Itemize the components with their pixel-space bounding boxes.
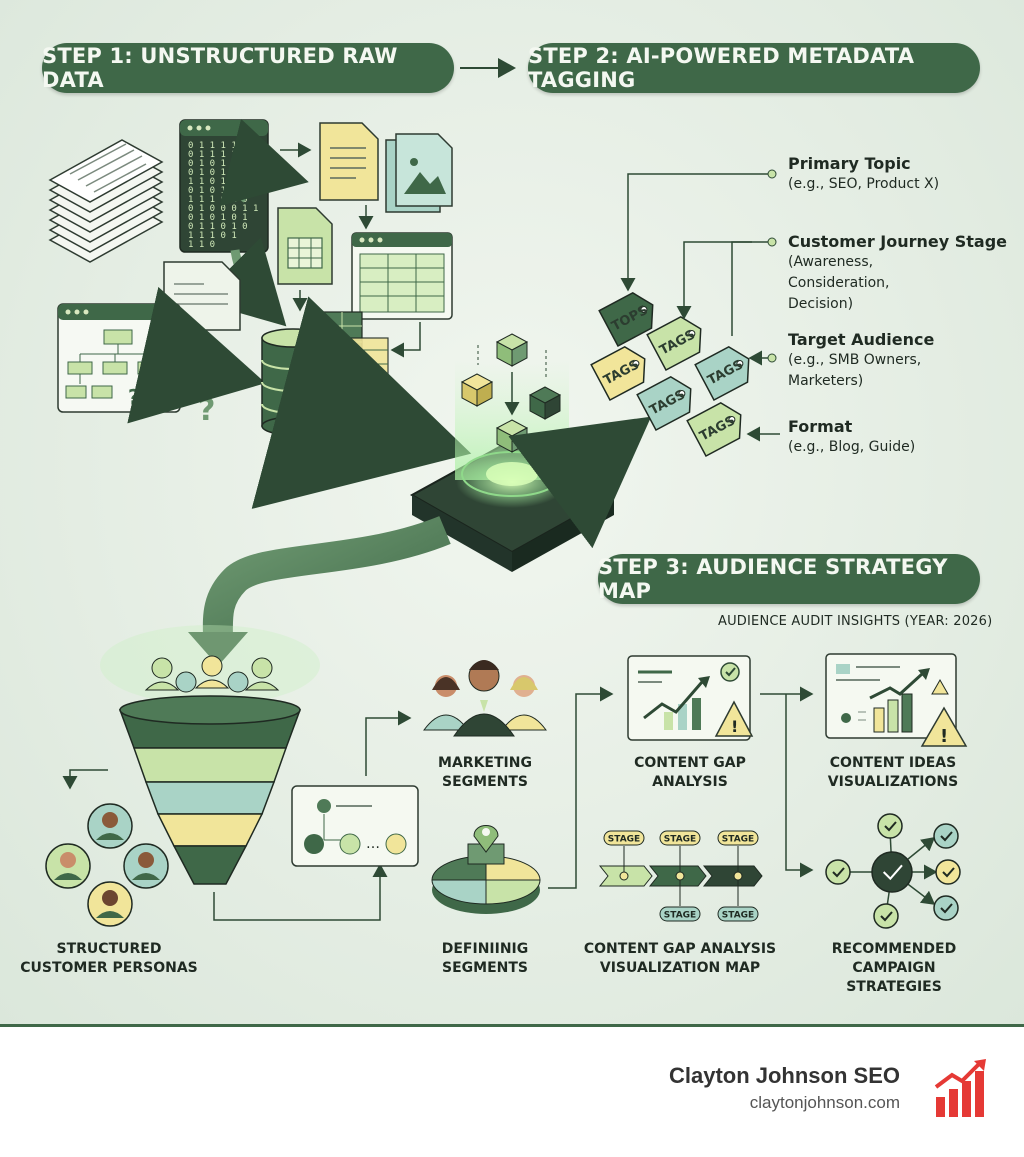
brand-logo-icon (934, 1059, 986, 1117)
svg-text:!: ! (940, 726, 948, 747)
tag-journey-desc: (Awareness, Consideration, Decision) (788, 254, 890, 312)
check-node (877, 813, 903, 839)
trend-chart-icon (627, 655, 751, 741)
funnel-icon (100, 625, 320, 885)
tag-card: TAGS (646, 315, 702, 372)
label-personas: STRUCTURED CUSTOMER PERSONAS (20, 941, 198, 976)
stage-badge: STAGE (659, 830, 701, 846)
binary-row: 0 1 0 1 0 1 (188, 213, 248, 223)
check-node (933, 895, 959, 921)
check-node (825, 859, 851, 885)
flow-arrow (127, 286, 266, 424)
trend-chart-icon (825, 653, 957, 739)
persona-icon (45, 803, 169, 927)
tag-card: TAGS (686, 401, 742, 458)
svg-text:?: ? (150, 326, 163, 351)
stage-label: STAGE (722, 835, 754, 845)
spreadsheet-icon (277, 207, 333, 285)
binary-row: 0 1 1 0 1 0 (188, 222, 248, 232)
tag-journey-title: Customer Journey Stage (788, 232, 1008, 251)
infographic-artwork: 0 1 1 1 1 1 10 1 1 1 1 1 10 1 0 1 0 1 00… (45, 58, 968, 929)
flow-arrow (188, 632, 248, 666)
footer: Clayton Johnson SEO claytonjohnson.com (0, 1024, 1024, 1157)
stage-badge: STAGE (717, 906, 759, 922)
document-icon (319, 122, 379, 201)
check-node (935, 859, 961, 885)
segment-diagram-icon: … (291, 785, 419, 867)
stage-badge: STAGE (717, 830, 759, 846)
brand-name: Clayton Johnson SEO (668, 1063, 900, 1088)
step1-pill: STEP 1: UNSTRUCTURED RAW DATA (42, 43, 454, 93)
check-node (873, 903, 899, 929)
brand-url[interactable]: claytonjohnson.com (749, 1093, 900, 1112)
tag-primary-topic-desc: (e.g., SEO, Product X) (788, 176, 940, 192)
tag-card: TAGS (590, 345, 646, 402)
question-icon: ? (198, 393, 215, 428)
warning-icon: ! (920, 706, 968, 747)
flow-arrow (219, 118, 309, 207)
tag-format-title: Format (788, 417, 853, 436)
stage-label: STAGE (664, 835, 696, 845)
checkmark-icon (825, 813, 961, 929)
stage-badge: STAGE (659, 906, 701, 922)
tag-card: TAGS (636, 375, 692, 432)
label-campaigns: RECOMMENDED CAMPAIGN STRATEGIES (831, 941, 957, 995)
stage-label: STAGE (664, 911, 696, 921)
flow-arrow (251, 296, 472, 509)
stage-map: STAGE STAGE STAGE STAGE STAGE (598, 830, 763, 922)
tag-primary-topic-title: Primary Topic (788, 154, 911, 173)
binary-row: 1 1 1 0 1 (188, 231, 237, 241)
insights-caption: AUDIENCE AUDIT INSIGHTS (YEAR: 2026) (718, 614, 993, 629)
binary-row: 0 1 0 1 1 1 (188, 186, 248, 196)
binary-row: 1 1 1 0 1 0 (188, 195, 248, 205)
binary-row: 1 1 0 (188, 240, 215, 250)
team-icon (423, 660, 547, 737)
tag-card: TOPS (598, 291, 654, 348)
tag-card: TAGS (694, 345, 750, 402)
label-marketing-segments: MARKETING SEGMENTS (438, 755, 532, 790)
binary-row: 1 1 0 1 0 0 (188, 177, 248, 187)
label-content-gap: CONTENT GAP ANALYSIS (634, 755, 746, 790)
binary-row: 0 1 0 0 0 1 1 (188, 204, 258, 214)
svg-text:…: … (366, 836, 380, 852)
stage-label: STAGE (608, 835, 640, 845)
svg-text:?: ? (128, 385, 140, 409)
segment-pie-icon (431, 825, 541, 914)
check-node (933, 823, 959, 849)
stage-label: STAGE (722, 911, 754, 921)
flowchart-icon: ? ? ? (57, 303, 181, 413)
svg-text:?: ? (150, 385, 162, 409)
label-defining-segments: DEFINIINIG SEGMENTS (441, 941, 529, 976)
step2-pill: STEP 2: AI-POWERED METADATA TAGGING (528, 43, 980, 93)
warning-icon: ! (714, 700, 754, 737)
stage-badge: STAGE (603, 830, 645, 846)
tag-audience-title: Target Audience (788, 330, 935, 349)
step3-pill: STEP 3: AUDIENCE STRATEGY MAP (598, 554, 980, 604)
image-icon (385, 133, 453, 213)
label-content-ideas: CONTENT IDEAS VISUALIZATIONS (827, 755, 959, 790)
label-content-gap-map: CONTENT GAP ANALYSIS VISUALIZATION MAP (583, 941, 777, 976)
flow-arrow (197, 237, 287, 327)
tag-audience-desc: (e.g., SMB Owners, Marketers) (788, 352, 922, 389)
svg-text:!: ! (731, 717, 738, 736)
spreadsheet-icon (351, 232, 453, 320)
central-check-icon (871, 851, 913, 893)
tag-format-desc: (e.g., Blog, Guide) (788, 439, 916, 455)
flow-arrow (508, 416, 652, 549)
document-stack-icon (48, 139, 164, 263)
